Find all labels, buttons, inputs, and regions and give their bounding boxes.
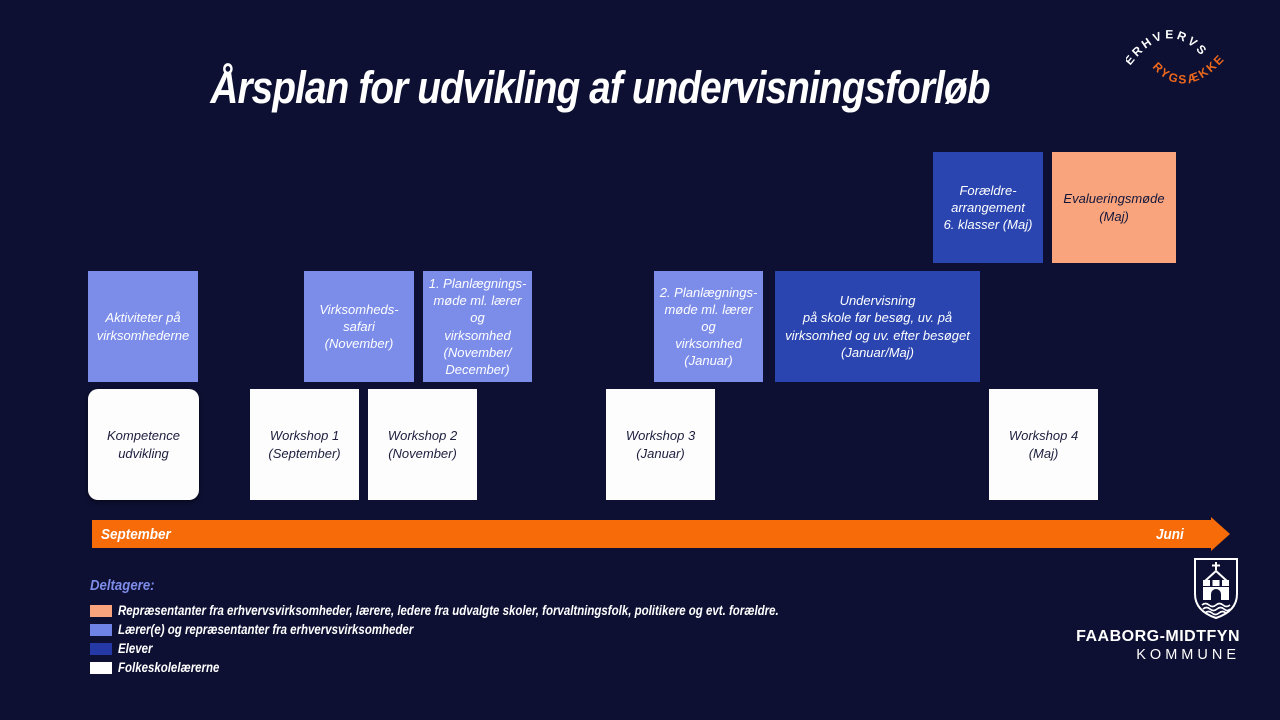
timeline-arrowhead-icon	[1211, 517, 1230, 551]
box-label: Virksomheds- safari (November)	[319, 301, 399, 352]
timeline-end-label: Juni	[1156, 526, 1184, 543]
page-title: Årsplan for udvikling af undervisningsfo…	[210, 62, 990, 113]
legend-item: Repræsentanter fra erhvervsvirksomheder,…	[90, 601, 895, 620]
box-label: Aktiviteter på virksomhederne	[96, 310, 190, 343]
legend-item: Elever	[90, 639, 895, 658]
box-foraeldre-arrangement: Forældre- arrangement 6. klasser (Maj)	[933, 152, 1043, 263]
badge-arc-top-text: ERHVERVS	[1126, 27, 1211, 67]
box-label: Workshop 2 (November)	[387, 428, 458, 461]
box-label: Forældre- arrangement 6. klasser (Maj)	[943, 182, 1033, 233]
box-workshop-2: Workshop 2 (November)	[368, 389, 477, 500]
legend-swatch-blue	[90, 642, 112, 655]
box-label: Kompetence udvikling	[107, 428, 180, 461]
box-workshop-4: Workshop 4 (Maj)	[989, 389, 1098, 500]
legend-item: Lærer(e) og repræsentanter fra erhvervsv…	[90, 620, 895, 639]
legend-item-label: Lærer(e) og repræsentanter fra erhvervsv…	[118, 622, 414, 637]
faaborg-midtfyn-shield-icon	[1194, 558, 1238, 620]
box-evalueringsmoede: Evalueringsmøde (Maj)	[1052, 152, 1176, 263]
legend-heading: Deltagere:	[90, 577, 155, 594]
municipality-type: KOMMUNE	[1136, 647, 1240, 663]
box-kompetenceudvikling: Kompetence udvikling	[88, 389, 199, 500]
box-label: Workshop 4 (Maj)	[1008, 428, 1079, 461]
municipality-name: FAABORG-MIDTFYN	[1076, 628, 1240, 645]
legend-item: Folkeskolelærerne	[90, 658, 895, 677]
timeline-bar	[92, 520, 1211, 548]
box-label: Workshop 1 (September)	[268, 428, 341, 461]
box-label: 1. Planlægnings- møde ml. lærer og virks…	[428, 276, 527, 377]
box-workshop-3: Workshop 3 (Januar)	[606, 389, 715, 500]
legend-swatch-salmon	[90, 604, 112, 617]
box-label: Workshop 3 (Januar)	[625, 428, 696, 461]
legend: Repræsentanter fra erhvervsvirksomheder,…	[90, 601, 895, 677]
erhvervsrygsaekken-logo: ERHVERVS RYGSÆKKEN	[1126, 20, 1226, 87]
box-label: Undervisning på skole før besøg, uv. på …	[785, 293, 970, 360]
legend-item-label: Repræsentanter fra erhvervsvirksomheder,…	[118, 603, 779, 618]
legend-item-label: Elever	[118, 641, 153, 656]
legend-item-label: Folkeskolelærerne	[118, 660, 220, 675]
box-workshop-1: Workshop 1 (September)	[250, 389, 359, 500]
timeline-start-label: September	[101, 526, 171, 543]
box-virksomhedssafari: Virksomheds- safari (November)	[304, 271, 414, 382]
box-undervisning: Undervisning på skole før besøg, uv. på …	[775, 271, 980, 382]
legend-swatch-white	[90, 661, 112, 674]
box-aktiviteter-paa-virksomhederne: Aktiviteter på virksomhederne	[88, 271, 198, 382]
box-label: 2. Planlægnings- møde ml. lærer og virks…	[659, 284, 758, 369]
box-label: Evalueringsmøde (Maj)	[1063, 191, 1165, 224]
box-planlaegningsmoede-1: 1. Planlægnings- møde ml. lærer og virks…	[423, 271, 532, 382]
box-planlaegningsmoede-2: 2. Planlægnings- møde ml. lærer og virks…	[654, 271, 763, 382]
legend-swatch-periwinkle	[90, 623, 112, 636]
